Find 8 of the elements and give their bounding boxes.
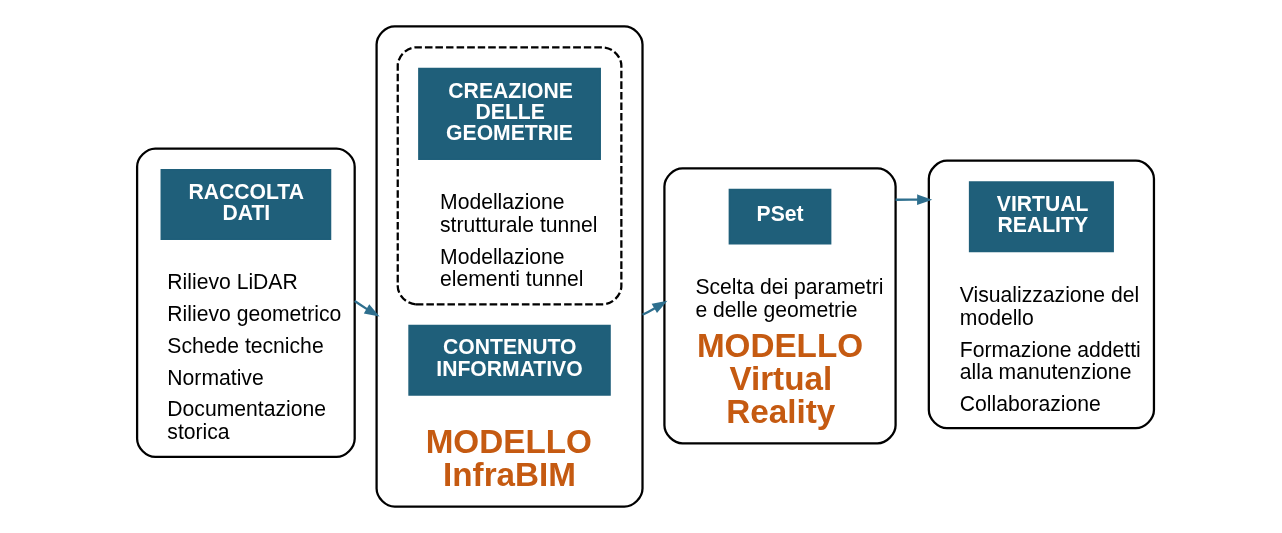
node-box: VIRTUAL REALITY [968,181,1114,253]
arrow [354,300,380,317]
arrow [642,300,668,316]
arrow [895,194,933,205]
node-box: RACCOLTA DATI [160,169,332,241]
node-box: CONTENUTO INFORMATIVO [408,324,611,396]
node-box: CREAZIONE DELLE GEOMETRIE [418,67,601,160]
node-box: PSet [728,188,832,245]
